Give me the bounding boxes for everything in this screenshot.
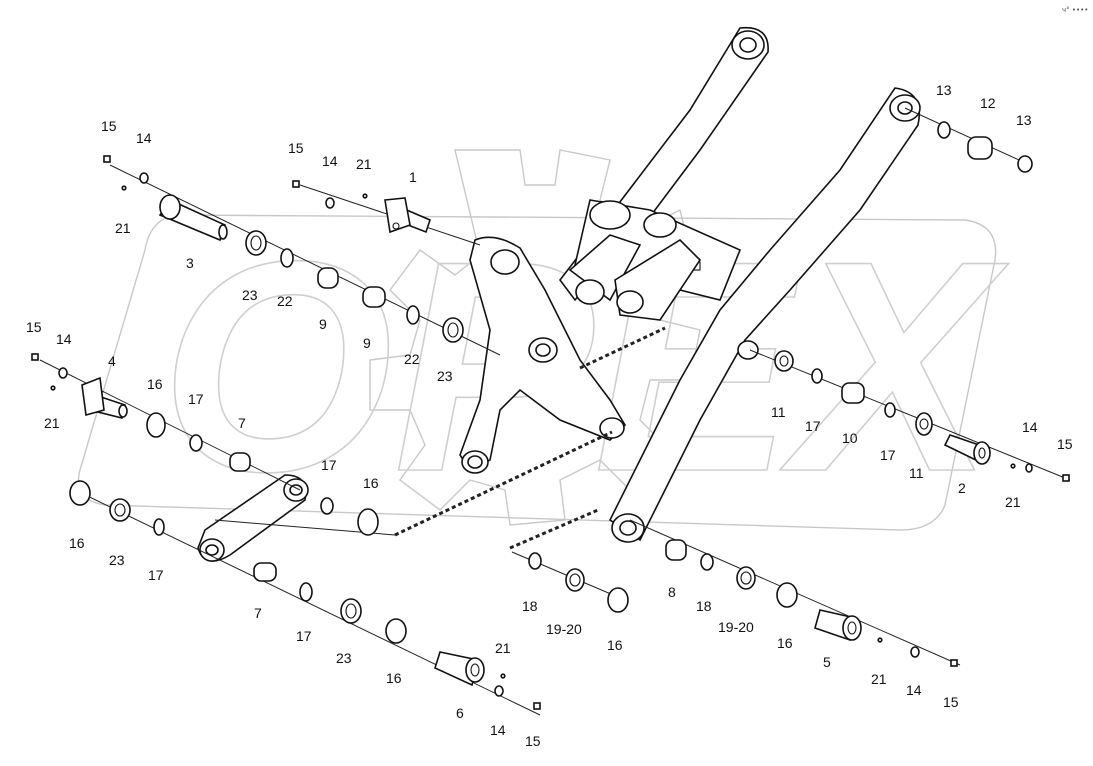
label-17: 17 — [805, 418, 821, 434]
label-11: 11 — [771, 404, 786, 420]
label-15: 15 — [288, 140, 304, 156]
corner-mark: ч° •••• — [1062, 6, 1088, 14]
label-13: 13 — [936, 82, 952, 98]
dashed-leader-lines — [394, 326, 666, 550]
label-16: 16 — [777, 635, 793, 651]
label-16: 16 — [386, 670, 402, 686]
boom-arm-front — [608, 87, 921, 543]
label-15: 15 — [525, 733, 541, 749]
label-6: 6 — [456, 705, 464, 721]
label-17: 17 — [321, 457, 337, 473]
pin-5 — [814, 609, 862, 642]
label-4: 4 — [108, 353, 116, 369]
part-labels: 15 14 21 3 23 22 9 9 22 23 15 14 21 1 15… — [26, 82, 1073, 749]
label-11: 11 — [909, 465, 924, 481]
label-9: 9 — [319, 316, 327, 332]
label-16: 16 — [147, 376, 163, 392]
label-22: 22 — [404, 351, 420, 367]
label-21: 21 — [871, 671, 887, 687]
label-14: 14 — [490, 722, 506, 738]
bolts-fittings — [31, 155, 1070, 710]
label-17: 17 — [296, 628, 312, 644]
label-17: 17 — [148, 567, 164, 583]
bushings — [229, 136, 993, 582]
label-21: 21 — [115, 220, 131, 236]
label-16: 16 — [363, 475, 379, 491]
label-15: 15 — [1057, 436, 1073, 452]
pin-6 — [434, 651, 485, 687]
pin-3 — [158, 194, 228, 242]
label-15: 15 — [943, 694, 959, 710]
label-14: 14 — [136, 130, 152, 146]
watermark-gear — [77, 149, 997, 531]
label-14: 14 — [1022, 419, 1038, 435]
label-19-20: 19-20 — [546, 621, 582, 637]
label-23: 23 — [437, 368, 453, 384]
cross-tube — [568, 199, 742, 321]
pin-4 — [81, 376, 128, 419]
label-8: 8 — [668, 584, 676, 600]
label-1: 1 — [409, 169, 417, 185]
label-16: 16 — [607, 637, 623, 653]
label-12: 12 — [980, 95, 996, 111]
label-13: 13 — [1016, 112, 1032, 128]
label-14: 14 — [322, 153, 338, 169]
label-21: 21 — [356, 156, 372, 172]
washers-seals — [58, 121, 1033, 697]
label-21: 21 — [495, 640, 511, 656]
label-23: 23 — [109, 552, 125, 568]
label-2: 2 — [958, 480, 966, 496]
label-17: 17 — [880, 447, 896, 463]
label-7: 7 — [238, 415, 246, 431]
label-9: 9 — [363, 335, 371, 351]
label-7: 7 — [254, 605, 262, 621]
label-23: 23 — [242, 287, 258, 303]
connecting-link — [197, 474, 309, 562]
label-14: 14 — [56, 331, 72, 347]
label-18: 18 — [696, 598, 712, 614]
label-15: 15 — [101, 118, 117, 134]
label-23: 23 — [336, 650, 352, 666]
pin-2 — [943, 434, 991, 465]
label-3: 3 — [186, 255, 194, 271]
label-16: 16 — [69, 535, 85, 551]
label-10: 10 — [842, 430, 858, 446]
label-21: 21 — [1005, 494, 1021, 510]
label-18: 18 — [522, 598, 538, 614]
bellcrank-lever — [459, 236, 627, 474]
label-5: 5 — [823, 654, 831, 670]
label-21: 21 — [44, 415, 60, 431]
label-15: 15 — [26, 319, 42, 335]
pin-1 — [384, 197, 431, 234]
label-22: 22 — [277, 293, 293, 309]
label-14: 14 — [906, 682, 922, 698]
label-17: 17 — [188, 391, 204, 407]
label-19-20: 19-20 — [718, 619, 754, 635]
